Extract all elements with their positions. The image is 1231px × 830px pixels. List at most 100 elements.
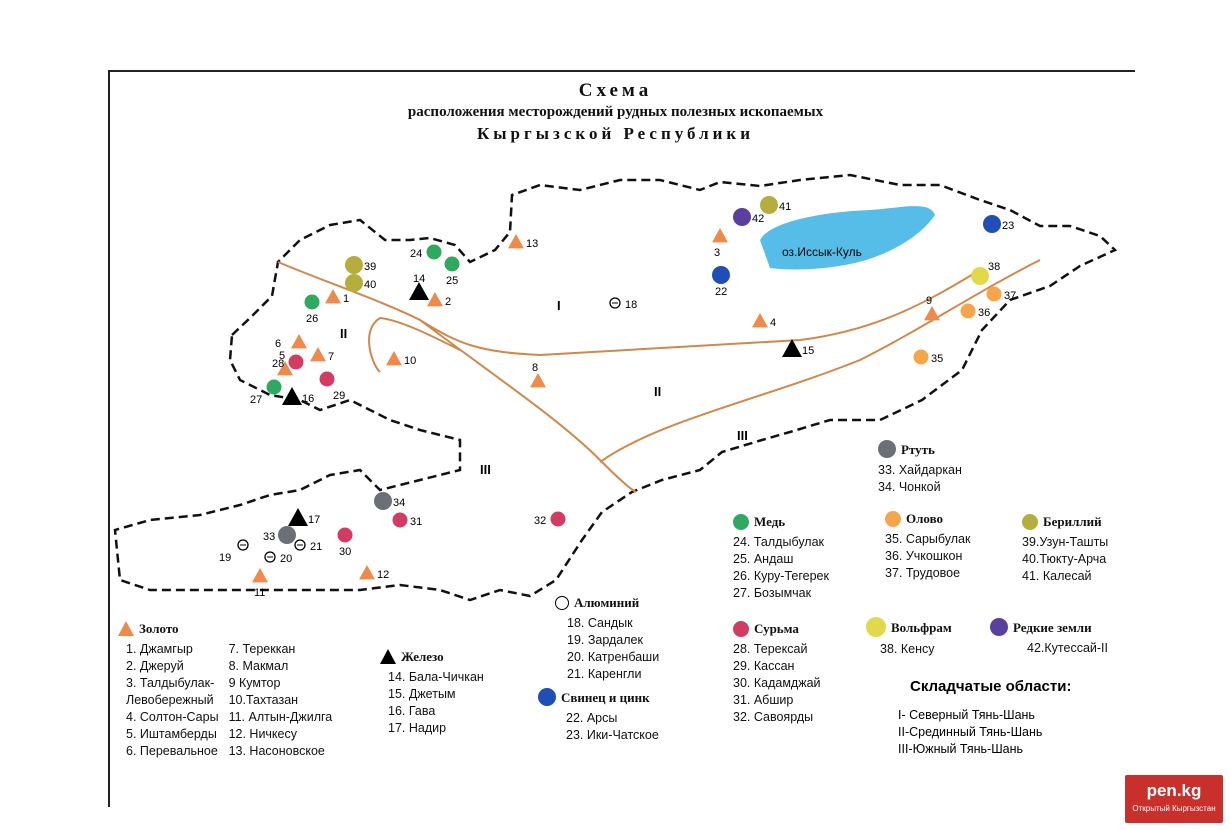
deposit-number-label: 22 xyxy=(715,286,727,298)
copper-deposit-circle xyxy=(266,379,282,395)
circle-icon xyxy=(538,688,556,706)
mercury-deposit-circle xyxy=(374,492,392,510)
deposit-number-label: 27 xyxy=(250,394,262,406)
antimony-deposit-circle xyxy=(337,527,353,543)
legend-item: 38. Кенсу xyxy=(880,642,935,656)
legend-item: 5. Иштамберды xyxy=(126,727,217,741)
legend-item: 20. Катренбаши xyxy=(567,650,660,664)
legend-item: 23. Ики-Чатское xyxy=(566,728,659,742)
deposit-number-label: 28 xyxy=(272,358,284,370)
antimony-deposit-circle xyxy=(550,511,566,527)
circle-icon xyxy=(733,513,749,530)
legend-item: 1. Джамгыр xyxy=(126,642,193,656)
legend-title: Ртуть xyxy=(901,441,935,457)
legend-item: 24. Талдыбулак xyxy=(733,535,825,549)
deposit-number-label: 13 xyxy=(526,238,538,250)
gold-deposit-triangle xyxy=(359,565,375,580)
deposit-number-label: 17 xyxy=(308,514,320,526)
antimony-deposit-circle xyxy=(288,354,304,370)
legend-title: Редкие земли xyxy=(1013,619,1092,635)
deposit-number-label: 8 xyxy=(532,362,538,374)
gold-deposit-triangle xyxy=(386,351,402,366)
legend-title: Медь xyxy=(754,514,786,529)
lake-label: оз.Иссык-Куль xyxy=(782,245,862,259)
legend-item: 41. Калесай xyxy=(1022,569,1092,583)
aluminium-deposit-marker xyxy=(237,539,249,551)
antimony-deposit-circle xyxy=(319,371,335,387)
watermark-brand: pen.kg xyxy=(1146,781,1202,800)
legend-item: 8. Макмал xyxy=(228,659,289,673)
iron-deposit-triangle xyxy=(288,508,308,526)
deposit-number-label: 42 xyxy=(752,213,764,225)
triangle-icon xyxy=(380,649,396,664)
legend-item: 17. Надир xyxy=(388,721,447,735)
beryllium-deposit-circle xyxy=(345,274,363,292)
fold-regions-title: Складчатые области: xyxy=(910,678,1072,695)
legend-title: Алюминий xyxy=(574,595,640,610)
legend-item: Левобережный xyxy=(126,693,214,707)
title-line1: Схема xyxy=(578,80,653,101)
map-frame xyxy=(108,70,1135,807)
legend-item: 10.Тахтазан xyxy=(228,693,299,707)
deposit-number-label: 4 xyxy=(770,317,776,329)
fold-regions-legend: Складчатые области: I- Северный Тянь-Шан… xyxy=(898,678,1071,758)
legend-item: 16. Гава xyxy=(388,704,436,718)
deposit-number-label: 33 xyxy=(263,531,275,543)
circle-icon xyxy=(733,620,749,637)
deposit-number-label: 21 xyxy=(310,541,322,553)
deposit-number-label: 19 xyxy=(219,552,231,564)
region-label-iii: III xyxy=(737,428,748,443)
deposit-number-label: 7 xyxy=(328,351,334,363)
deposit-number-label: 23 xyxy=(1002,220,1014,232)
lake-issyk-kul xyxy=(760,206,935,270)
watermark-logo: pen.kg Открытый Кыргызстан xyxy=(1125,775,1223,823)
deposit-number-label: 26 xyxy=(306,313,318,325)
legend-item: 18. Сандык xyxy=(567,616,633,630)
legend-title: Свинец и цинк xyxy=(561,689,650,705)
legend-title: Бериллий xyxy=(1043,514,1102,529)
tin-deposit-circle xyxy=(986,286,1002,302)
gold-deposit-triangle xyxy=(752,313,768,328)
deposit-number-label: 34 xyxy=(393,497,405,509)
gold-deposit-triangle xyxy=(310,347,326,362)
deposit-number-label: 39 xyxy=(364,261,376,273)
deposit-number-label: 9 xyxy=(926,295,932,307)
title-line3: Кыргызской Республики xyxy=(476,124,755,143)
gold-deposit-triangle xyxy=(277,361,293,376)
deposit-number-label: 35 xyxy=(931,353,943,365)
legend-item: 2. Джеруй xyxy=(126,659,184,673)
legend-title: Сурьма xyxy=(754,621,799,636)
gold-deposit-triangle xyxy=(325,289,341,304)
legend-title: Золото xyxy=(139,621,179,636)
legend-item: 37. Трудовое xyxy=(885,566,961,580)
deposit-number-label: 3 xyxy=(714,247,720,259)
circle-icon xyxy=(878,440,896,458)
legend-item: 7. Тереккан xyxy=(228,642,296,656)
legend-item: 42.Кутессай-II xyxy=(1027,641,1108,655)
deposit-number-label: 18 xyxy=(625,299,637,311)
aluminium-deposit-marker xyxy=(609,297,621,309)
deposit-number-label: 30 xyxy=(339,546,351,558)
legend-item: 11. Алтын-Джилга xyxy=(228,710,333,724)
legend-item: 6. Перевальное xyxy=(126,744,218,758)
legend-item: II-Срединный Тянь-Шань xyxy=(898,725,1043,739)
legend-item: 36. Учкошкон xyxy=(885,549,963,563)
fault-lines xyxy=(277,259,1041,493)
circle-icon xyxy=(885,510,901,527)
lead-deposit-circle xyxy=(712,266,730,284)
region-label-i: I xyxy=(557,298,561,313)
legend-item: 27. Бозымчак xyxy=(733,586,812,600)
gold-deposit-triangle xyxy=(427,292,443,307)
gold-deposit-triangle xyxy=(712,228,728,243)
deposit-number-label: 11 xyxy=(254,587,265,599)
copper-deposit-circle xyxy=(304,294,320,310)
deposit-number-label: 25 xyxy=(446,275,458,287)
legend-list: 42.Кутессай-II xyxy=(990,640,1108,657)
legend-item: 4. Солтон-Сары xyxy=(126,710,219,724)
